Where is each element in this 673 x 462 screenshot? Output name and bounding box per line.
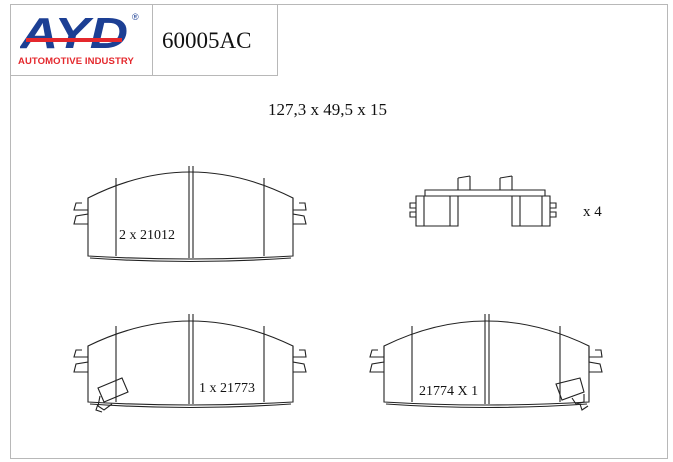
registered-mark: ® [132, 12, 139, 22]
label-pad-bottom-left: 1 x 21773 [199, 381, 255, 396]
label-pad-bottom-right: 21774 X 1 [419, 384, 479, 399]
brake-pad-top [73, 166, 307, 263]
brake-pad-bottom-left [73, 314, 307, 413]
brake-pad-bottom-right [369, 314, 603, 411]
drawing-frame [10, 4, 668, 459]
logo-text: AYD [20, 10, 128, 56]
anti-rattle-clip [409, 175, 557, 227]
ayd-logo: AYD ® [20, 10, 139, 56]
label-pad-top: 2 x 21012 [119, 228, 175, 243]
logo-tagline: AUTOMOTIVE INDUSTRY [18, 56, 134, 67]
logo-red-stripe [26, 38, 122, 42]
label-clip-qty: x 4 [583, 204, 602, 220]
part-number: 60005AC [162, 28, 252, 53]
pad-dimensions: 127,3 x 49,5 x 15 [268, 100, 387, 119]
logo-cell [10, 4, 153, 76]
title-block [10, 4, 278, 76]
